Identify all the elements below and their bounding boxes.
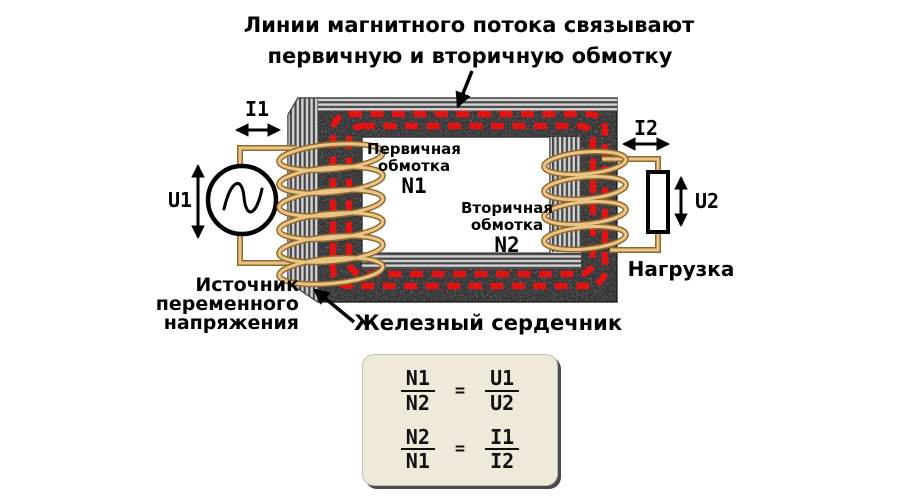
numerator: U1 [485,367,520,392]
formula-turns-voltage: N1 N2 = U1 U2 [400,367,520,415]
denominator: N2 [405,390,430,415]
load-label: Нагрузка [627,257,735,281]
i1-label: I1 [244,97,270,121]
measurement-arrows [191,123,688,240]
formula-turns-current: N2 N1 = I1 I2 [400,426,520,474]
load-resistor-symbol [646,170,670,234]
ac-source-symbol [205,163,279,237]
numerator: I1 [485,426,520,451]
u2-label: U2 [694,189,720,213]
denominator: I2 [490,449,515,474]
flux-loop-inner [345,122,597,278]
source-name-line2: переменного [155,293,299,315]
secondary-winding-label: Вторичная обмотка N2 [461,200,553,257]
flux-pointer-arrow [455,70,474,109]
i2-label: I2 [633,116,659,140]
denominator: U2 [490,390,515,415]
numerator: N1 [400,367,435,392]
denominator: N1 [405,449,430,474]
secondary-coil [541,148,629,253]
secondary-turns-symbol: N2 [494,233,520,257]
fraction-n2-n1: N2 N1 [400,426,435,474]
fraction-i1-i2: I1 I2 [485,426,520,474]
core-pointer-arrow [313,288,356,324]
primary-winding-line1: Первичная [367,140,461,158]
title-line-2: первичную и вторичную обмотку [267,44,673,68]
primary-turns-symbol: N1 [401,174,427,198]
source-name-line3: напряжения [163,312,299,334]
equals-sign: = [454,439,466,460]
primary-winding-label: Первичная обмотка N1 [367,141,461,198]
source-name-line1: Источник [195,274,299,296]
core-lamination-top [318,98,617,111]
title-line-1: Линии магнитного потока связывают [243,13,695,37]
fraction-u1-u2: U1 U2 [485,367,520,415]
formula-box: N1 N2 = U1 U2 N2 N1 = I1 I2 [362,354,558,486]
u1-label: U1 [167,188,193,212]
core-lamination-window-bottom [362,252,581,269]
primary-winding-line2: обмотка [377,157,451,175]
sine-wave-icon [222,182,264,214]
numerator: N2 [400,426,435,451]
source-name-label: Источник переменного напряжения [156,276,299,333]
primary-coil [276,140,386,288]
fraction-n1-n2: N1 N2 [400,367,435,415]
secondary-winding-line2: обмотка [470,216,544,234]
iron-core [287,97,618,303]
secondary-winding-line1: Вторичная [460,199,554,217]
core-label: Железный сердечник [354,311,623,335]
equals-sign: = [454,380,466,401]
